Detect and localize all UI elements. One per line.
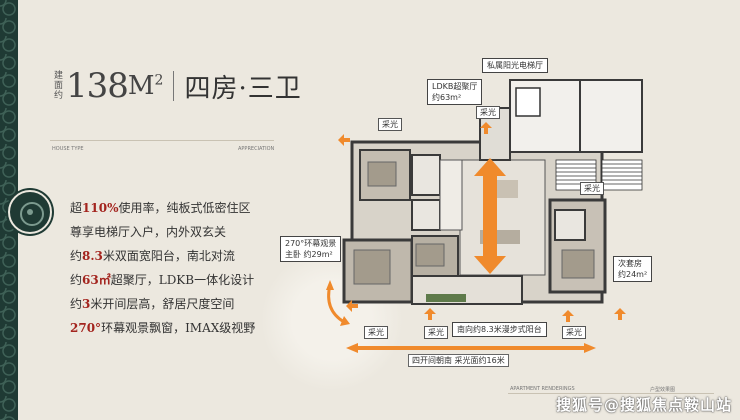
footer-renderings-cn: 户型效果图 [650, 387, 676, 393]
sun-label: 采光 [562, 326, 586, 339]
plan-walls [342, 79, 643, 305]
feature-item: 270°环幕观景飘窗，IMAX级视野 [70, 321, 256, 335]
callout-balcony: 南向约8.3米漫步式阳台 [452, 322, 547, 337]
meta-divider [50, 140, 274, 141]
meta-appreciation: APPRECIATION [238, 146, 275, 152]
area-label-char: 建 [54, 71, 64, 81]
feature-item: 超110%使用率，纯板式低密住区 [70, 201, 251, 215]
area-unit: M2 [127, 71, 164, 101]
watermark: 搜狐号@搜狐焦点鞍山站 [556, 396, 733, 414]
area-label-char: 面 [54, 81, 64, 91]
sun-label: 采光 [476, 106, 500, 119]
feature-item: 尊享电梯厅入户，内外双玄关 [70, 225, 227, 239]
callout-private-lift: 私属阳光电梯厅 [482, 58, 548, 73]
sun-label: 采光 [424, 326, 448, 339]
area-label: 建 面 约 [54, 71, 63, 101]
width-caption: 四开间朝南 采光面约16米 [408, 354, 509, 367]
feature-list: 超110%使用率，纯板式低密住区 尊享电梯厅入户，内外双玄关 约8.3米双面宽阳… [70, 196, 255, 340]
sun-label: 采光 [364, 326, 388, 339]
width-arrow [346, 343, 596, 353]
page-title: 建 面 约 138 M2 四房·三卫 [54, 66, 302, 106]
callout-master: 270°环幕观景 主卧 约29m² [280, 236, 342, 262]
sun-label: 采光 [580, 182, 604, 195]
sun-label: 采光 [378, 118, 402, 131]
area-value: 138 [66, 66, 129, 106]
footer-divider [508, 393, 714, 394]
feature-item: 约8.3米双面宽阳台，南北对流 [70, 249, 235, 263]
floor-plan [326, 79, 643, 326]
feature-item: 约3米开间层高，舒居尺度空间 [70, 297, 235, 311]
layout-type: 四房·三卫 [184, 73, 302, 104]
feature-item: 约63㎡超聚厅，LDKB一体化设计 [70, 273, 255, 287]
footer-renderings: APARTMENT RENDERINGS [510, 386, 575, 392]
callout-ldkb: LDKB超聚厅 约63m² [427, 79, 483, 105]
sun-arrows [338, 122, 626, 322]
area-label-char: 约 [54, 91, 64, 101]
meta-house-type: HOUSE TYPE [52, 146, 84, 152]
ornament-icon [8, 190, 52, 234]
airflow-arrow [474, 158, 506, 274]
callout-second-suite: 次套房 约24m² [613, 256, 653, 282]
title-divider [173, 71, 175, 101]
